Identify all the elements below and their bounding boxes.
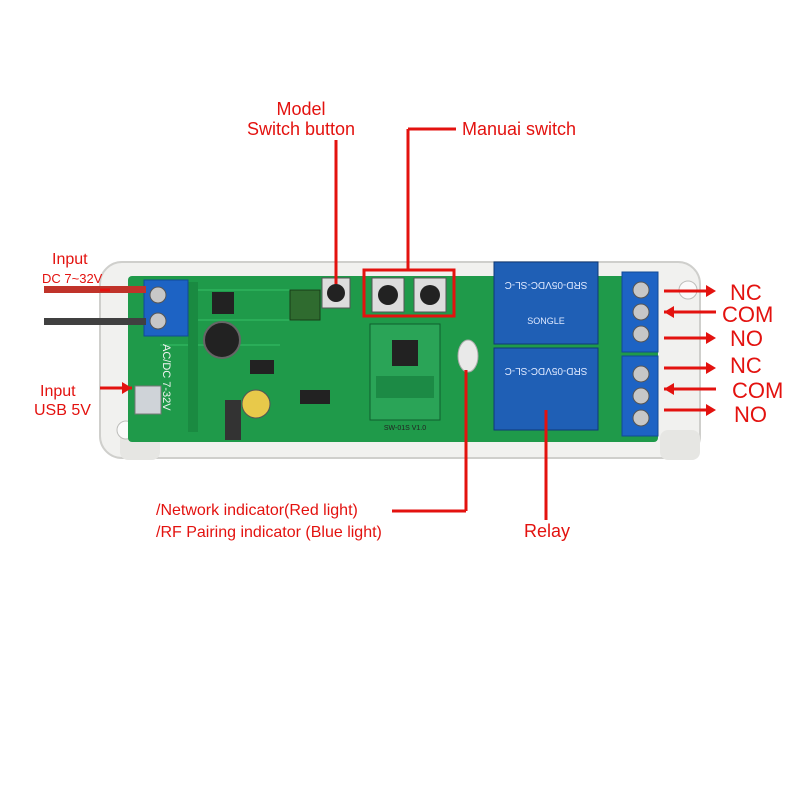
wifi-module: SW-01S V1.0 (369, 323, 441, 432)
indicator-led (457, 339, 479, 373)
voltage-mark: AC/DC 7-32V (160, 344, 172, 411)
com-label-2: COM (732, 378, 784, 403)
com-label-1: COM (722, 302, 774, 327)
no-label-2: NO (734, 402, 767, 427)
relay-brand-text: SONGLE (527, 316, 565, 326)
network-indicator-label: /Network indicator(Red light) (156, 502, 358, 519)
dc-input-terminal (143, 279, 189, 337)
nc-label-2: NC (730, 353, 762, 378)
dc-input-label-line1: Input (52, 251, 88, 268)
usb-input-label-line2: USB 5V (34, 402, 91, 419)
usb-input-label: Input USB 5V (34, 384, 91, 419)
manual-switch-label: Manuai switch (462, 119, 577, 139)
output-terminals (621, 271, 659, 437)
components (203, 289, 330, 440)
module-version-text: SW-01S V1.0 (384, 425, 426, 432)
dc-input-label: Input DC 7~32V (42, 251, 103, 286)
rf-indicator-label: /RF Pairing indicator (Blue light) (156, 524, 382, 541)
model-switch-label-line1: Model (276, 99, 326, 119)
relay-1-model-text: SRD-05VDC-SL-C (505, 279, 588, 290)
no-label-1: NO (730, 326, 763, 351)
model-switch-label: Model Switch button (236, 100, 366, 138)
switch-buttons (321, 277, 447, 313)
model-switch-label-line2: Switch button (246, 119, 356, 139)
relay-label: Relay (524, 521, 571, 541)
red-wire (44, 286, 146, 293)
relay-2-model-text: SRD-05VDC-SL-C (505, 365, 588, 376)
black-wire (44, 318, 146, 325)
nc-label-1: NC (730, 280, 762, 305)
dc-input-label-line2: DC 7~32V (42, 271, 103, 286)
annotation-arrowheads (122, 285, 716, 416)
usb-port (134, 385, 162, 415)
usb-input-label-line1: Input (40, 383, 76, 400)
